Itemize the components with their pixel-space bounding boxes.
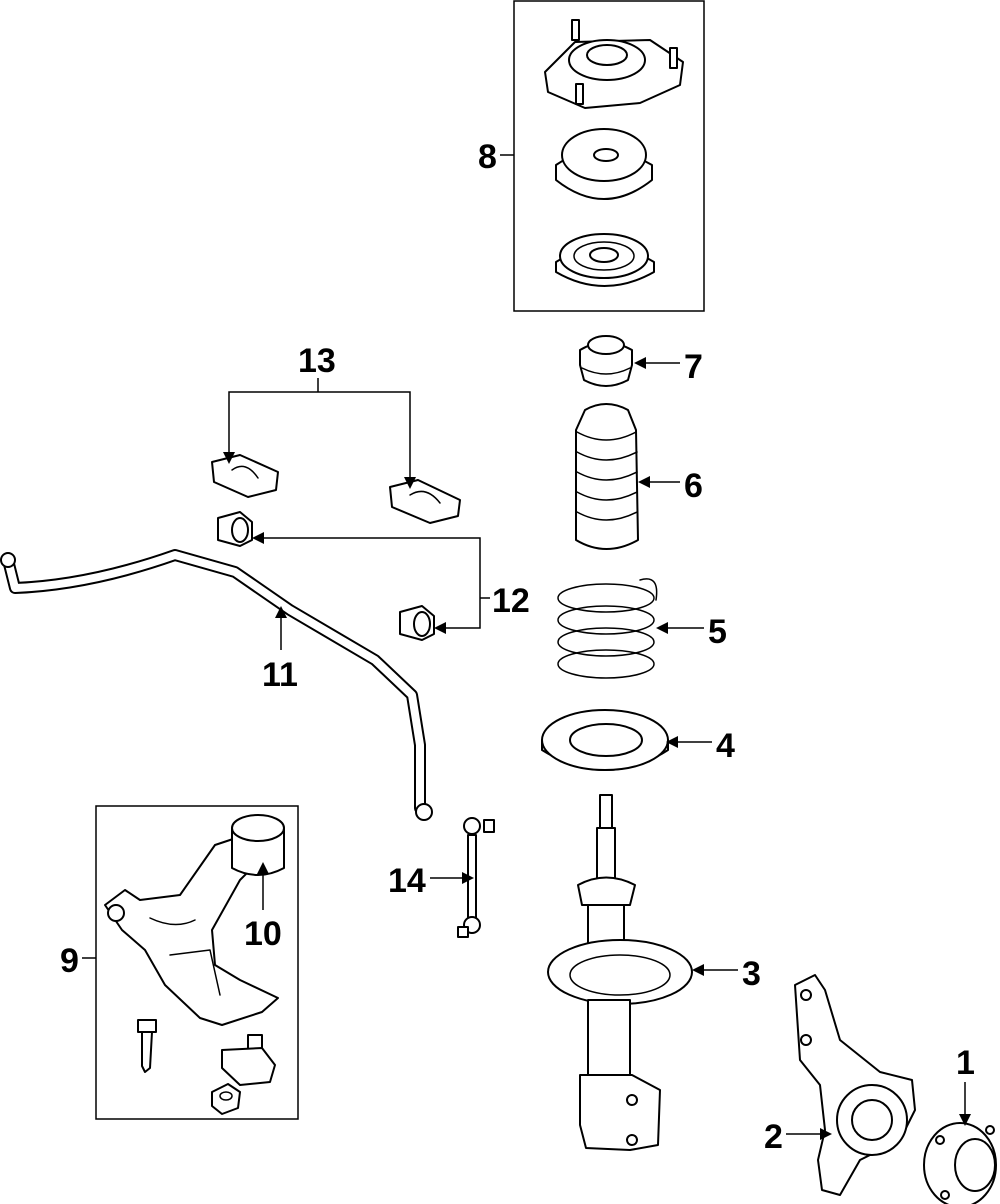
nut-hole	[219, 1091, 233, 1101]
callout-5: 5	[708, 613, 727, 651]
strut-rod-thread	[599, 794, 613, 831]
boot-fold	[576, 491, 638, 501]
control-arm-bushing-top	[231, 814, 285, 842]
leader-13-right	[318, 391, 416, 489]
coil-turn	[557, 583, 655, 613]
callout-6: 6	[684, 467, 703, 505]
dust-boot	[575, 403, 639, 550]
knuckle-bolt-hole	[800, 989, 812, 1001]
control-arm-pivot	[107, 904, 125, 922]
mount-stud	[669, 47, 678, 69]
strut-collar	[577, 876, 636, 906]
callout-7: 7	[684, 348, 703, 386]
callout-14: 14	[388, 862, 426, 900]
strut-rod	[596, 827, 616, 884]
control-arm-bolt-shank	[141, 1031, 153, 1073]
stabilizer-bar	[0, 549, 433, 821]
knuckle-body	[794, 974, 916, 1196]
boot-fold	[576, 511, 638, 521]
link-stud-bottom	[457, 926, 469, 938]
hub-stud	[985, 1125, 995, 1135]
callout-11: 11	[262, 656, 298, 694]
bushing-bracket-right	[389, 479, 461, 524]
boot-fold	[576, 471, 638, 481]
stabilizer-bar-end	[415, 803, 433, 821]
callout-4: 4	[716, 727, 735, 765]
link-stud-top	[483, 819, 495, 833]
bushing-bracket-left	[211, 454, 279, 498]
bracket-bolt-hole	[626, 1094, 638, 1106]
bearing-seat-hole	[593, 148, 619, 162]
bump-stop-top	[587, 335, 625, 355]
bump-stop-ring	[581, 367, 631, 375]
callout-8: 8	[478, 138, 497, 176]
strut-body-lower	[587, 999, 631, 1076]
coil-end	[639, 578, 658, 601]
hub-stud	[935, 1135, 945, 1145]
coil-turn	[557, 605, 655, 635]
callout-9: 9	[60, 942, 79, 980]
steering-knuckle	[794, 974, 916, 1196]
strut-assembly	[547, 794, 693, 1151]
knuckle-bolt-hole	[800, 1034, 812, 1046]
strut-bearing-race	[573, 241, 635, 271]
bushing-hole	[413, 611, 431, 637]
strut-mount-kit	[513, 0, 705, 312]
spring-seat	[541, 709, 669, 771]
callout-13: 13	[298, 342, 336, 380]
bracket-arch	[409, 490, 441, 504]
leader-12-lower	[434, 598, 481, 634]
control-arm-bolt-head	[137, 1019, 157, 1033]
kit-box-8	[513, 0, 705, 312]
kit-box-9	[95, 805, 299, 1120]
knuckle-hub-inner	[851, 1099, 893, 1141]
leader-13-left	[223, 391, 318, 464]
stabilizer-bar-end	[0, 552, 16, 568]
strut-bearing-hole	[589, 247, 619, 263]
stabilizer-bushings	[217, 511, 435, 641]
stabilizer-bar-outline	[2, 549, 426, 814]
bracket-bolt-hole	[626, 1134, 638, 1146]
mount-stud	[571, 19, 580, 41]
callout-10: 10	[244, 915, 282, 953]
stabilizer-bar-fill	[4, 551, 424, 812]
mount-stud	[575, 83, 584, 105]
hub-stud	[940, 1190, 950, 1200]
spring-seat-hole	[569, 723, 643, 757]
boot-fold	[576, 451, 638, 461]
callout-3: 3	[742, 955, 761, 993]
lower-control-arm	[104, 834, 279, 1026]
strut-knuckle-bracket	[579, 1074, 661, 1151]
callout-12: 12	[492, 582, 530, 620]
callout-numbers: 8 7 6 5 4 3 2 1 9 10 11 12 13 14	[60, 138, 975, 1156]
boot-fold	[576, 431, 637, 441]
link-ball-joint-top	[463, 817, 481, 835]
ball-joint-body	[221, 1047, 276, 1086]
top-mount-center	[586, 44, 628, 66]
arm-rib	[149, 917, 196, 926]
wheel-hub	[923, 1122, 997, 1204]
bracket-arch	[231, 465, 259, 479]
callout-2: 2	[764, 1118, 783, 1156]
bump-stop	[579, 335, 633, 387]
coil-turn	[557, 627, 655, 657]
dust-boot-body	[575, 403, 639, 550]
arm-rib	[169, 949, 221, 996]
coil-spring	[557, 578, 658, 679]
coil-turn	[557, 649, 655, 679]
leader-lines	[82, 154, 971, 1140]
leader-12-upper	[252, 532, 481, 598]
bushing-hole	[231, 517, 249, 543]
bushing-brackets	[211, 454, 461, 524]
control-arm-nut	[211, 1083, 241, 1115]
callout-1: 1	[956, 1044, 975, 1082]
strut-perch-inner	[569, 954, 671, 996]
hub-pilot	[954, 1138, 996, 1192]
lower-control-arm-kit	[95, 805, 299, 1120]
